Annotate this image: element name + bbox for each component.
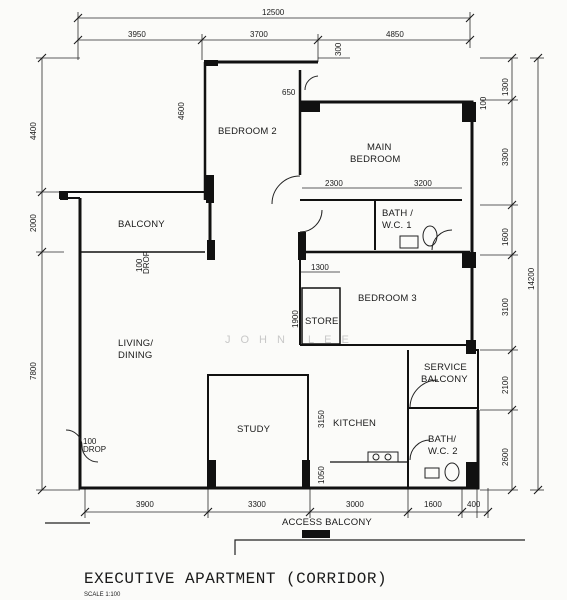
- dim-right-1: 1300: [501, 78, 510, 96]
- dim-top-300: 300: [334, 42, 343, 56]
- room-label-service-balcony-1: SERVICE: [424, 362, 467, 373]
- bath-fixtures: [367, 225, 460, 482]
- room-label-bath-wc1-1: BATH /: [382, 208, 413, 219]
- room-label-bath-wc2-2: W.C. 2: [428, 446, 458, 457]
- dim-right-overall: 14200: [527, 267, 536, 290]
- drop-label-balcony-1: 100: [135, 258, 144, 272]
- room-label-bath-wc2-1: BATH/: [428, 434, 456, 445]
- room-label-main-bedroom-2: BEDROOM: [350, 154, 401, 165]
- dim-right-6: 2600: [501, 448, 510, 466]
- dim-left-1: 4400: [29, 122, 38, 140]
- wall-columns: [60, 60, 478, 538]
- dim-bottom-1: 3900: [136, 500, 154, 509]
- room-label-living-1: LIVING/: [118, 338, 153, 349]
- room-label-bath-wc1-2: W.C. 1: [382, 220, 412, 231]
- dim-inner-1300: 1300: [311, 263, 329, 272]
- drop-label-living-2: DROP: [83, 445, 106, 454]
- watermark: JOHN LEE: [225, 334, 359, 346]
- dim-bottom-3: 3000: [346, 500, 364, 509]
- dim-right-2: 3300: [501, 148, 510, 166]
- walls: [59, 60, 480, 490]
- dim-top-overall: 12500: [262, 8, 285, 17]
- room-label-balcony: BALCONY: [118, 219, 165, 230]
- room-label-kitchen: KITCHEN: [333, 418, 376, 429]
- access-balcony-rail: [45, 522, 525, 555]
- dim-left-2: 2000: [29, 214, 38, 232]
- room-label-living-2: DINING: [118, 350, 152, 361]
- room-label-main-bedroom-1: MAIN: [367, 142, 392, 153]
- dim-bottom-2: 3300: [248, 500, 266, 509]
- room-label-store: STORE: [305, 316, 339, 327]
- room-label-access-balcony: ACCESS BALCONY: [282, 517, 372, 528]
- dim-right-3: 1600: [501, 228, 510, 246]
- dim-bottom-5: 400: [467, 500, 481, 509]
- room-label-bedroom3: BEDROOM 3: [358, 293, 417, 304]
- dim-right-100: 100: [479, 96, 488, 110]
- dim-right-5: 2100: [501, 376, 510, 394]
- dim-top-3: 4850: [386, 30, 404, 39]
- door-swings: [65, 75, 453, 463]
- dim-inner-2300: 2300: [325, 179, 343, 188]
- dim-inner-3150: 3150: [317, 410, 326, 428]
- dimension-ticks: [37, 13, 543, 517]
- room-label-bedroom2: BEDROOM 2: [218, 126, 277, 137]
- dim-left-3: 7800: [29, 362, 38, 380]
- dim-inner-4600: 4600: [177, 102, 186, 120]
- dim-top-1: 3950: [128, 30, 146, 39]
- dim-inner-1050: 1050: [317, 466, 326, 484]
- drop-label-living-1: 100: [83, 437, 97, 446]
- plan-title: EXECUTIVE APARTMENT (CORRIDOR): [84, 570, 387, 588]
- room-label-service-balcony-2: BALCONY: [421, 374, 468, 385]
- room-label-study: STUDY: [237, 424, 271, 435]
- dim-top-2: 3700: [250, 30, 268, 39]
- plan-scale: SCALE 1:100: [84, 592, 121, 598]
- dim-right-4: 3100: [501, 298, 510, 316]
- dim-inner-1900: 1900: [291, 310, 300, 328]
- drop-label-balcony-2: DROP: [142, 251, 151, 274]
- dim-inner-650: 650: [282, 88, 296, 97]
- dim-bottom-4: 1600: [424, 500, 442, 509]
- dim-inner-3200: 3200: [414, 179, 432, 188]
